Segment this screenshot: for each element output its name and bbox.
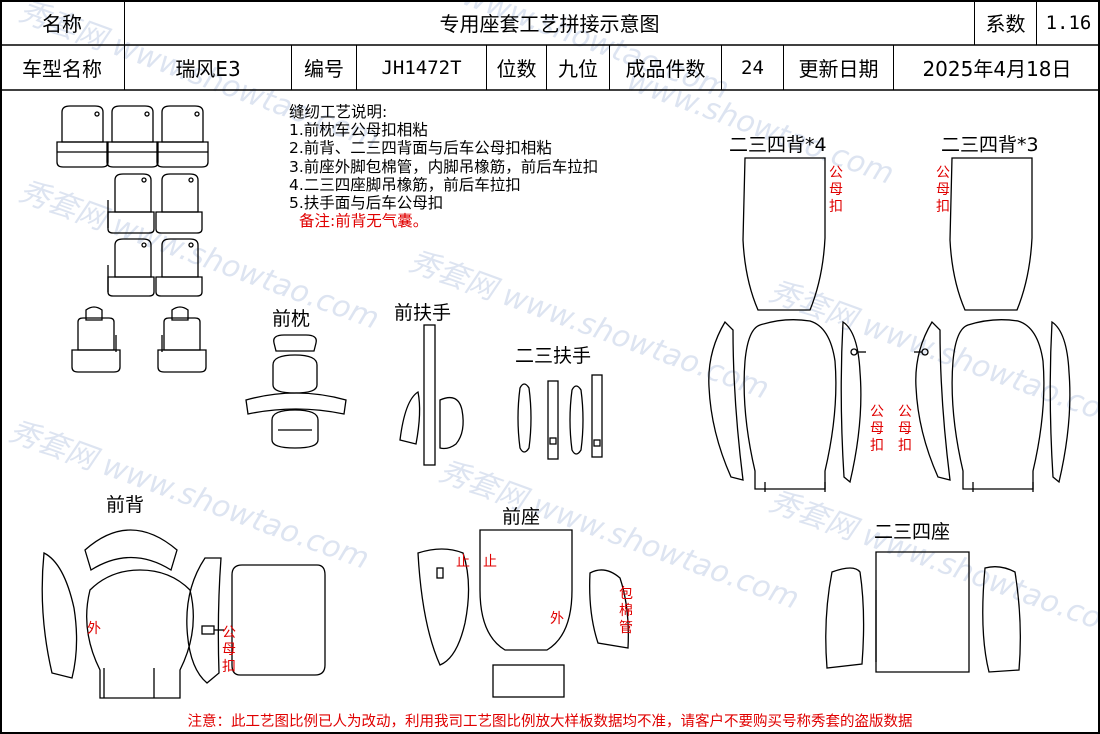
front-armrest-pieces: [399, 324, 464, 466]
name-label: 名称: [0, 0, 125, 45]
label-back-234-x4: 二三四背*4: [729, 134, 827, 156]
mark-snap: 公母扣: [222, 625, 236, 675]
date-value: 2025年4月18日: [922, 57, 1072, 81]
pieces-label: 成品件数: [610, 45, 722, 90]
code-value: JH1472T: [357, 45, 487, 90]
label-seat-234: 二三四座: [874, 521, 951, 543]
date-label: 更新日期: [784, 45, 894, 90]
rear-armrest-pieces: [517, 374, 603, 460]
front-back-pieces: [41, 529, 326, 699]
mark-stop: 止: [483, 554, 497, 570]
label-rear-armrest: 二三扶手: [515, 345, 592, 367]
back-234-x3-pieces: [914, 157, 1071, 492]
model-label: 车型名称: [0, 45, 125, 90]
coef-label: 系数: [975, 0, 1037, 45]
front-seat-pieces: [417, 529, 629, 698]
coef-value: 1.16: [1045, 11, 1092, 34]
seats-value: 九位: [547, 45, 610, 90]
mark-snap: 公母扣: [829, 165, 843, 215]
sewing-notes: 缝纫工艺说明: 1.前枕车公母扣相粘 2.前背、二三四背面与后车公母扣相粘 3.…: [289, 103, 598, 230]
footer-warning: 注意：此工艺图比例已人为改动，利用我司工艺图比例放大样板数据均不准，请客户不要购…: [187, 714, 913, 730]
mark-outer: 外: [87, 621, 101, 637]
mark-outer: 外: [550, 611, 564, 627]
model-value: 瑞风E3: [125, 45, 292, 90]
label-headrest: 前枕: [272, 308, 311, 330]
seat-234-pieces: [825, 551, 1021, 673]
code-label: 编号: [292, 45, 357, 90]
headrest-pieces: [245, 334, 347, 449]
mark-stop: 止: [456, 554, 470, 570]
label-front-armrest: 前扶手: [394, 302, 452, 324]
label-front-back: 前背: [106, 494, 145, 516]
notes-item: 2.前背、二三四背面与后车公母扣相粘: [289, 139, 552, 158]
page-title: 专用座套工艺拼接示意图: [125, 0, 975, 45]
pieces-value: 24: [722, 45, 784, 90]
label-back-234-x3: 二三四背*3: [941, 134, 1039, 156]
seat-layout-icon: [56, 105, 209, 373]
seats-label: 位数: [487, 45, 547, 90]
label-front-seat: 前座: [502, 506, 541, 528]
notes-item: 4.二三四座脚吊橡筋，前后车拉扣: [289, 175, 521, 194]
notes-title: 缝纫工艺说明:: [289, 103, 388, 121]
back-234-x4-pieces: [708, 157, 866, 492]
mark-snap: 公母扣: [898, 404, 912, 454]
notes-item: 1.前枕车公母扣相粘: [289, 121, 428, 140]
mark-snap: 公母扣: [936, 165, 950, 215]
notes-item: 3.前座外脚包棉管，内脚吊橡筋，前后车拉扣: [289, 157, 599, 176]
mark-cotton-tube: 包棉管: [619, 586, 633, 636]
notes-remark: 备注:前背无气囊。: [299, 212, 429, 231]
notes-item: 5.扶手面与后车公母扣: [289, 194, 444, 213]
mark-snap: 公母扣: [870, 404, 884, 454]
